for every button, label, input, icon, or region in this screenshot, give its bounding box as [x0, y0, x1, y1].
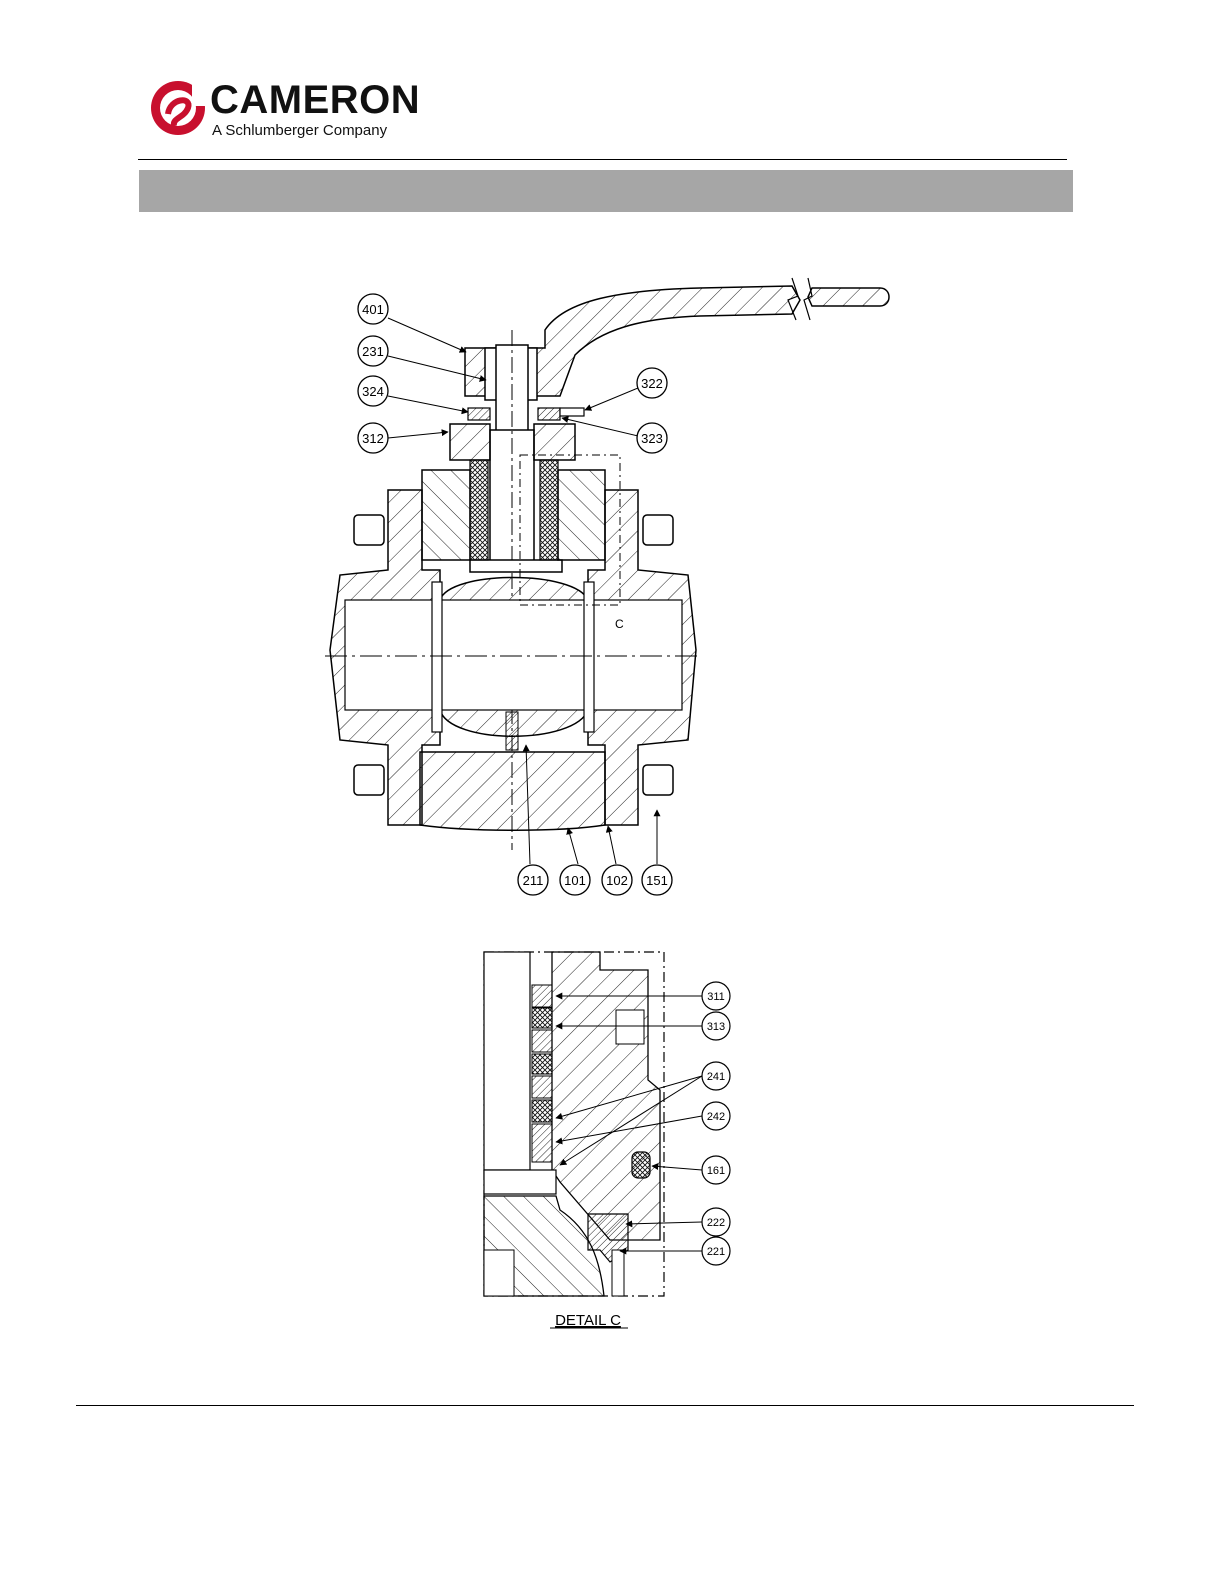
- svg-text:323: 323: [641, 431, 663, 446]
- callout-323: 323: [562, 418, 667, 453]
- svg-text:313: 313: [707, 1021, 725, 1033]
- callout-102: 102: [602, 826, 632, 895]
- svg-text:102: 102: [606, 873, 628, 888]
- detail-c-marker: C: [615, 617, 624, 631]
- svg-text:324: 324: [362, 384, 384, 399]
- callout-101: 101: [560, 828, 590, 895]
- svg-text:312: 312: [362, 431, 384, 446]
- svg-text:222: 222: [707, 1217, 725, 1229]
- svg-text:242: 242: [707, 1111, 725, 1123]
- svg-text:401: 401: [362, 302, 384, 317]
- callout-151: 151: [642, 810, 672, 895]
- svg-text:151: 151: [646, 873, 668, 888]
- svg-text:311: 311: [707, 991, 725, 1003]
- svg-text:241: 241: [707, 1071, 725, 1083]
- footer-divider: [76, 1405, 1134, 1406]
- callout-221: 221: [620, 1237, 730, 1265]
- detail-caption: DETAIL C: [555, 1312, 621, 1329]
- svg-text:211: 211: [523, 873, 544, 888]
- callout-324: 324: [358, 376, 468, 412]
- svg-text:231: 231: [362, 344, 384, 359]
- callout-322: 322: [585, 368, 667, 410]
- svg-text:101: 101: [564, 873, 586, 888]
- svg-text:161: 161: [707, 1165, 725, 1177]
- svg-text:221: 221: [707, 1246, 725, 1258]
- callout-312: 312: [358, 423, 448, 453]
- detail-c-drawing: DETAIL C: [484, 952, 664, 1329]
- svg-text:322: 322: [641, 376, 663, 391]
